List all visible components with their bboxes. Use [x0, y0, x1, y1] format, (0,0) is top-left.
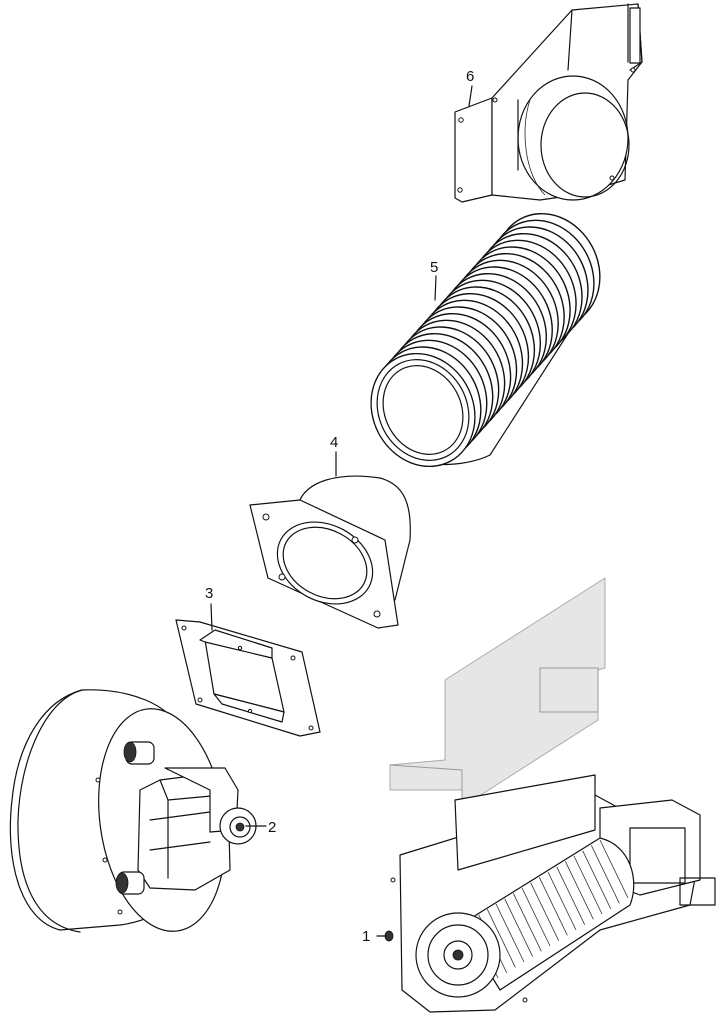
fan-blade-line — [599, 839, 629, 899]
fan-blade-line — [512, 893, 542, 952]
heat-shield-panel — [389, 577, 606, 808]
callout-label-1: 1 — [362, 928, 370, 945]
leader-lines — [210, 85, 473, 937]
fan-blade-line — [521, 887, 551, 947]
leader-line-6 — [468, 85, 473, 107]
fan-blade-line — [486, 909, 516, 968]
fan-blade-line — [582, 850, 612, 909]
flexible-duct-hose-icon — [370, 212, 601, 468]
callout-label-4: 4 — [330, 434, 338, 451]
gasket-plate-icon — [175, 619, 321, 737]
fan-blade-line — [547, 871, 577, 931]
callout-label-2: 2 — [268, 819, 276, 836]
fan-blade-line — [556, 866, 586, 925]
fan-blade-line — [530, 882, 560, 941]
callout-label-3: 3 — [205, 585, 213, 602]
callout-label-6: 6 — [466, 68, 474, 85]
fan-blade-line — [495, 903, 525, 963]
leader-line-5 — [434, 275, 437, 301]
crossflow-fan-housing — [390, 774, 716, 1013]
fan-blade-line — [504, 898, 534, 957]
blower-motor-icon — [9, 689, 257, 933]
leader-line-3 — [210, 603, 213, 631]
callout-label-5: 5 — [430, 259, 438, 276]
duct-flange-adapter-icon — [249, 475, 411, 629]
outlet-adapter-bracket-icon — [454, 3, 643, 203]
fan-blade-line — [538, 877, 568, 936]
fan-blade-line — [564, 861, 594, 920]
fan-blade-line — [590, 845, 620, 904]
fan-blade-line — [573, 855, 603, 915]
